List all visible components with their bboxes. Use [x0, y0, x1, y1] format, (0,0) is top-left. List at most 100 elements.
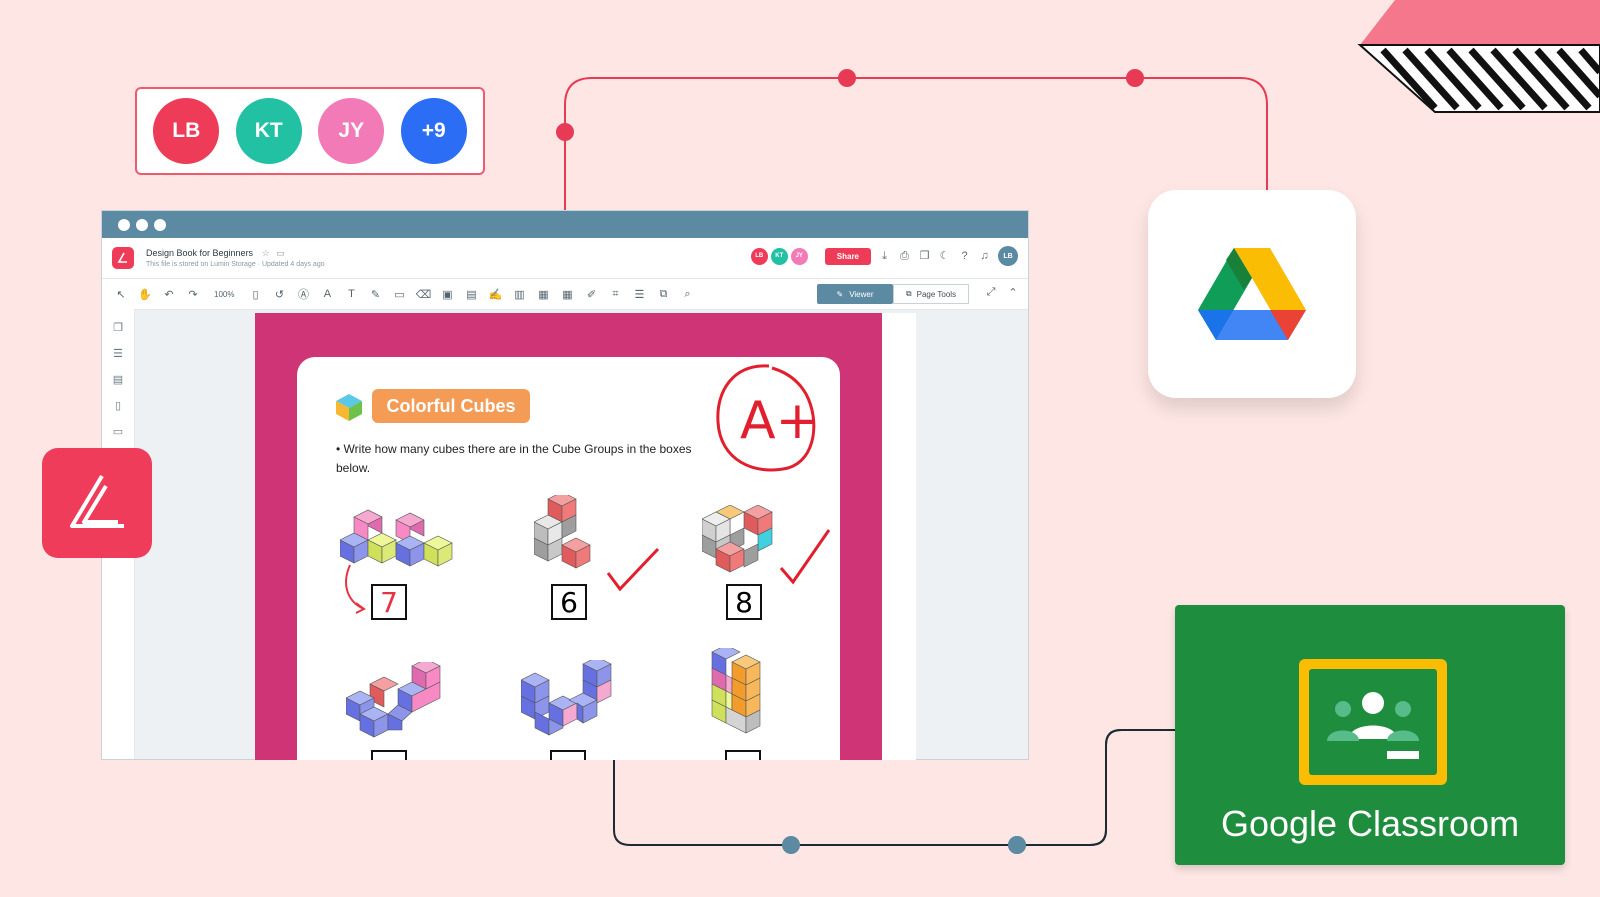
lumin-logo-icon[interactable]: [112, 247, 134, 269]
page-tools-label: Page Tools: [916, 289, 957, 299]
editor-toolbar: ↖ ✋ ↶ ↷ 100% ▯ ↺ Ⓐ A T ✎ ▭ ⌫ ▣ ▤ ✍ ▥ ▦ ▦…: [102, 279, 1028, 310]
image-icon[interactable]: ▣: [442, 288, 453, 301]
connector-node: [1126, 69, 1144, 87]
avatar[interactable]: KT: [770, 247, 788, 265]
window-dot-icon[interactable]: [118, 218, 130, 231]
window-titlebar: [102, 211, 1028, 238]
avatar[interactable]: JY: [790, 247, 808, 265]
pen-icon[interactable]: ✎: [370, 288, 381, 301]
expand-icon[interactable]: ⤢: [986, 286, 996, 298]
pages-icon[interactable]: ❐: [113, 322, 123, 334]
search-icon[interactable]: ⌕: [684, 287, 691, 300]
answer-box[interactable]: 6: [551, 584, 587, 620]
calendar-icon[interactable]: ▦: [562, 288, 573, 301]
page-icon[interactable]: ▯: [252, 288, 259, 301]
redo-icon[interactable]: ↷: [188, 288, 198, 301]
decorative-stripes: [1357, 0, 1600, 113]
cube-icon: [336, 394, 362, 421]
answer-box[interactable]: 7: [371, 584, 407, 620]
text-tool-icon[interactable]: T: [348, 288, 355, 300]
star-icon[interactable]: ☆: [261, 248, 270, 258]
bell-icon[interactable]: ♫: [980, 249, 989, 262]
shape-icon[interactable]: ▭: [394, 288, 405, 301]
compare-icon[interactable]: ⧉: [659, 287, 668, 300]
google-drive-app[interactable]: [1148, 190, 1356, 398]
people-icon: [1327, 692, 1419, 759]
collaborator-avatar-group: LB KT JY +9: [135, 87, 485, 175]
worksheet-title: Colorful Cubes: [372, 389, 530, 423]
viewer-button[interactable]: ✎ Viewer: [817, 284, 893, 304]
avatar[interactable]: LB: [153, 98, 220, 164]
eraser-icon[interactable]: ⌫: [415, 288, 432, 301]
edit-icon[interactable]: ✐: [586, 288, 597, 301]
avatar[interactable]: JY: [318, 98, 385, 164]
page-tools-icon: ⧉: [905, 289, 912, 298]
pencil-icon: ✎: [836, 289, 844, 299]
help-icon[interactable]: ?: [961, 249, 968, 262]
cube-group-illustration: [340, 509, 453, 567]
bookmark-icon[interactable]: ▯: [114, 400, 122, 412]
avatar[interactable]: KT: [235, 98, 302, 164]
download-icon[interactable]: ⤓: [882, 249, 887, 262]
cube-group-illustration: [711, 648, 761, 734]
avatar[interactable]: LB: [750, 247, 768, 265]
zoom-select[interactable]: 100%: [214, 289, 235, 299]
comment-icon[interactable]: ☰: [634, 288, 645, 301]
arrow-annotation: [345, 564, 366, 614]
google-drive-icon: [1198, 248, 1306, 340]
highlight-icon[interactable]: Ⓐ: [297, 289, 309, 301]
cube-group-illustration: [534, 495, 591, 569]
app-header: Design Book for Beginners ☆ ▭ This file …: [102, 238, 1028, 279]
folder-icon[interactable]: ▭: [276, 248, 285, 258]
document-subtitle: This file is stored on Lumin Storage · U…: [146, 261, 325, 268]
form-icon[interactable]: ▤: [466, 288, 477, 301]
checkmark-icon: [779, 529, 831, 585]
cube-group-illustration: [702, 505, 773, 573]
answer-box[interactable]: 8: [726, 584, 762, 620]
notes-icon[interactable]: ▤: [112, 374, 124, 386]
header-actions: LB KT JY Share ⤓ ⎙ ❐ ☾ ? ♫ LB: [750, 246, 1018, 266]
select-tool-icon[interactable]: ↖: [116, 288, 126, 301]
user-avatar[interactable]: LB: [998, 246, 1018, 266]
lumin-logo[interactable]: [42, 448, 152, 558]
lumin-logo-icon: [70, 474, 124, 528]
rotate-icon[interactable]: ↺: [274, 288, 285, 301]
answer-box[interactable]: [725, 750, 761, 760]
share-button[interactable]: Share: [824, 247, 871, 265]
hand-tool-icon[interactable]: ✋: [138, 288, 152, 301]
instruction-text: Write how many cubes there are in the Cu…: [336, 442, 692, 475]
window-dot-icon[interactable]: [154, 218, 166, 231]
more-collaborators-avatar[interactable]: +9: [400, 98, 467, 164]
connector-node: [556, 123, 574, 141]
google-classroom-label: Google Classroom: [1220, 803, 1520, 844]
text-color-icon[interactable]: A: [323, 288, 332, 300]
print-icon[interactable]: ⎙: [900, 249, 909, 262]
google-classroom-app[interactable]: Google Classroom: [1175, 605, 1565, 865]
table-icon[interactable]: ▦: [538, 288, 549, 301]
signature-icon[interactable]: ✍: [488, 288, 503, 301]
window-dot-icon[interactable]: [136, 218, 148, 231]
file-icon[interactable]: ▭: [112, 426, 124, 438]
page-tools-button[interactable]: ⧉ Page Tools: [893, 284, 969, 304]
chevron-up-icon[interactable]: ⌃: [1008, 287, 1018, 299]
classroom-board-icon: [1299, 659, 1447, 785]
dark-mode-icon[interactable]: ☾: [939, 249, 950, 262]
cube-group-illustration: [521, 660, 612, 736]
connector-node: [838, 69, 856, 87]
checkmark-icon: [606, 547, 660, 592]
document-title[interactable]: Design Book for Beginners: [146, 248, 254, 258]
grade-text: A+: [740, 391, 819, 451]
page-gutter: [882, 313, 916, 760]
answer-box[interactable]: [371, 750, 407, 760]
copy-icon[interactable]: ❐: [919, 249, 930, 262]
answer-box[interactable]: [550, 750, 586, 760]
stamp-icon[interactable]: ▥: [514, 288, 525, 301]
document-title-block: Design Book for Beginners ☆ ▭ This file …: [146, 248, 325, 268]
crop-icon[interactable]: ⌗: [612, 287, 619, 300]
page-cutoff: [240, 760, 920, 897]
undo-icon[interactable]: ↶: [164, 288, 174, 301]
outline-icon[interactable]: ☰: [113, 348, 123, 360]
worksheet-instruction: • Write how many cubes there are in the …: [336, 442, 692, 475]
cube-group-illustration: [346, 662, 441, 738]
